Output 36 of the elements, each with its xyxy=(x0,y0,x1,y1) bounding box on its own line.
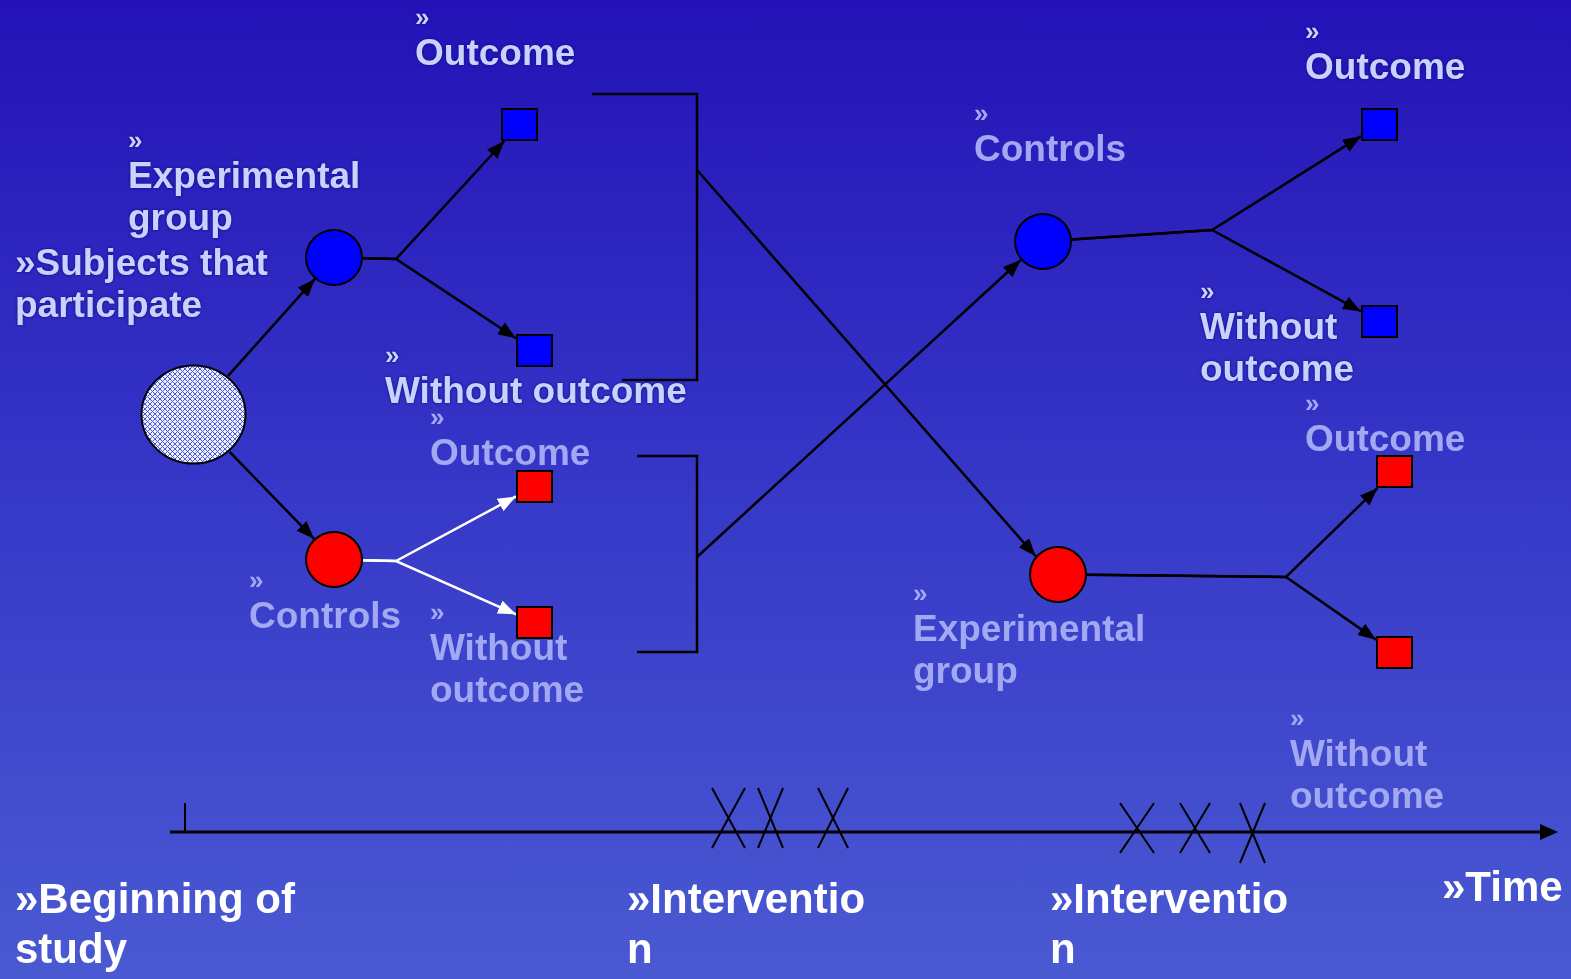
node-caption: » Controls xyxy=(974,98,1128,170)
bracket xyxy=(637,455,698,653)
node-caption: » Without outcome xyxy=(1200,276,1356,390)
node-caption: » Controls xyxy=(249,565,403,637)
node-caption: » Experimental group xyxy=(128,125,362,239)
node-caption: » Outcome xyxy=(1305,388,1467,460)
group-circle xyxy=(305,229,363,286)
arrow xyxy=(227,278,316,377)
arrow xyxy=(228,450,315,540)
node-caption: »Subjects that participate xyxy=(15,242,269,326)
hatched-circle xyxy=(140,364,247,465)
arrow xyxy=(362,256,517,340)
node-caption: » Experimental group xyxy=(913,578,1147,692)
node-caption: » Outcome xyxy=(415,2,577,74)
result-square xyxy=(1361,108,1398,141)
group-circle xyxy=(305,531,363,588)
axis-label: »Time xyxy=(1442,862,1564,912)
node-caption: » Without outcome xyxy=(430,597,586,711)
arrow xyxy=(696,259,1022,558)
node-caption: » Without outcome xyxy=(1290,703,1446,817)
axis-label: »Intervention xyxy=(1050,874,1290,974)
arrow xyxy=(1087,573,1377,641)
result-square xyxy=(501,108,538,141)
result-square xyxy=(516,334,553,367)
group-circle xyxy=(1014,213,1072,270)
result-square xyxy=(1376,636,1413,669)
arrow xyxy=(362,558,517,616)
arrow xyxy=(696,169,1037,558)
result-square xyxy=(516,470,553,503)
result-square xyxy=(1361,305,1398,338)
axis-label: »Beginning of study xyxy=(15,874,296,974)
group-circle xyxy=(1029,546,1087,603)
result-square xyxy=(1376,455,1413,488)
axis-label: »Intervention xyxy=(627,874,867,974)
arrow xyxy=(1071,228,1362,313)
node-caption: » Outcome xyxy=(1305,16,1467,88)
